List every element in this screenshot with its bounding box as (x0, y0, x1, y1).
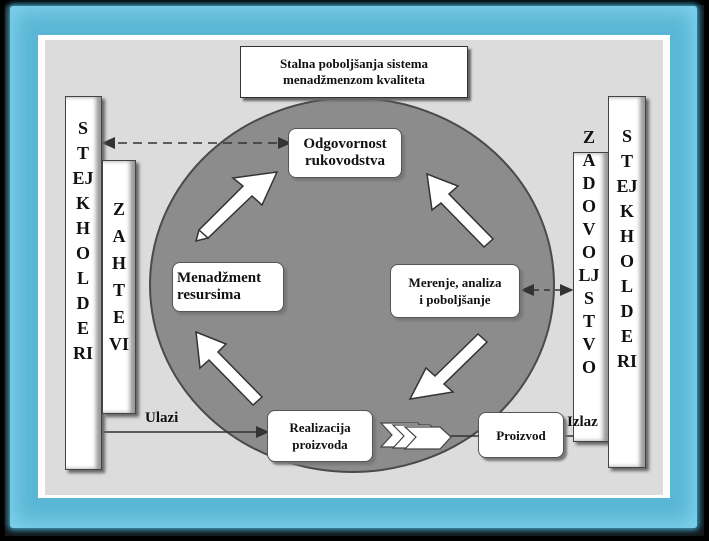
node-product: Proizvod (478, 412, 564, 458)
right-pillar-stakeholders (608, 96, 646, 468)
left-pillar-requirements (102, 160, 136, 414)
node-resource-management: Menadžment resursima (172, 262, 284, 312)
left-pillar-stakeholders-text: STEJKHOLDERI (72, 118, 94, 363)
left-pillar-stakeholders (65, 96, 102, 470)
arrow-upper-left-icon (194, 171, 279, 243)
cycle-arrows (194, 171, 495, 407)
diagram-title: Stalna poboljšanja sistema menadžmenzom … (240, 46, 468, 98)
arrow-upper-right-icon (426, 172, 495, 249)
arrow-lower-left-icon (195, 330, 264, 407)
output-label: Izlaz (567, 414, 598, 430)
node-measurement-analysis: Merenje, analiza i poboljšanje (390, 264, 520, 318)
right-pillar-stakeholders-text: STEJKHOLDERI (616, 126, 638, 371)
left-pillar-requirements-text: ZAHTEVI (108, 199, 129, 354)
input-label: Ulazi (145, 410, 179, 426)
chevron-flow-icon (379, 422, 452, 450)
arrow-lower-right-icon (408, 332, 489, 400)
node-management-responsibility: Odgovornost rukovodstva (288, 128, 402, 178)
right-pillar-satisfaction-text: ZADOVOLJSTVO (578, 127, 600, 377)
node-product-realization: Realizacija proizvoda (267, 410, 373, 462)
right-pillar-satisfaction (573, 152, 609, 442)
